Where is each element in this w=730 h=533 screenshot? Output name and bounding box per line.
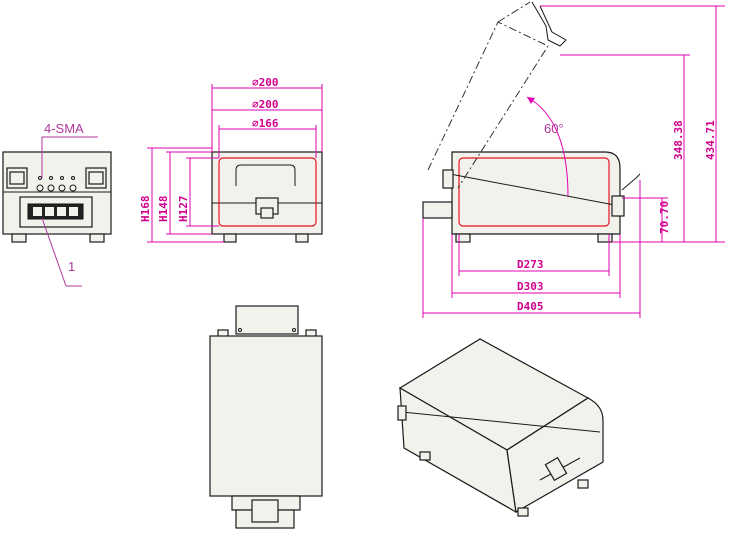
sma-connectors [36,176,77,192]
dim-height-434-71: 434.71 [704,120,717,160]
iso-latch [544,456,568,482]
isometric-view [397,338,604,517]
dim-width-200-mid: ∅200 [252,98,279,111]
dim-height-168: H168 [139,196,152,223]
top-view-body [209,335,323,497]
front-view: 4-SMA 1 [2,121,112,287]
open-view-base [451,151,621,235]
callout-item-1: 1 [68,259,75,274]
side-foot-left [223,233,237,243]
dim-height-70-70: 70.70 [658,201,671,234]
dim-depth-303: D303 [517,280,544,293]
dim-depth-273: D273 [517,258,544,271]
side-handle [235,164,296,186]
side-foot-right [295,233,309,243]
lid-latch [531,1,567,47]
open-view-connector-stub [422,201,453,219]
top-view [209,305,323,529]
open-lid-view: 60° 434.71 348.38 70.70 D273 D303 D405 [422,1,725,318]
front-foot-right [89,233,105,243]
side-view: ∅200 ∅200 ∅166 H168 H148 H127 [139,76,323,243]
callout-4-sma: 4-SMA [44,121,84,136]
dim-lid-angle: 60° [544,121,564,136]
dim-width-166: ∅166 [252,117,279,130]
dim-width-200-outer: ∅200 [252,76,279,89]
opened-lid-outline [427,21,549,189]
dim-depth-405: D405 [517,300,544,313]
dim-height-148: H148 [157,196,170,223]
side-view-body [211,151,323,235]
dim-height-348-38: 348.38 [672,120,685,160]
iso-front-face [506,397,604,513]
front-foot-left [11,233,27,243]
top-view-connector-panel [235,305,299,335]
inner-cavity-outline [218,157,317,227]
dim-height-127: H127 [177,196,190,223]
